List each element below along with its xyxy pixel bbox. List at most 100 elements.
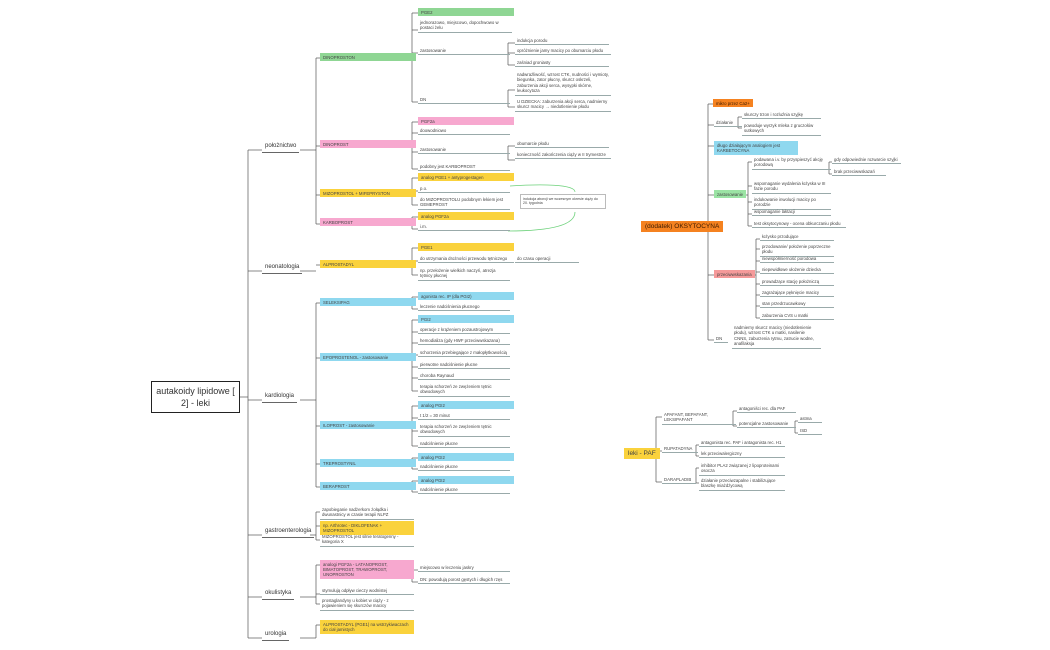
oku-item-0: miejscowo w leczeniu jaskry: [418, 565, 510, 573]
seleksipag-node[interactable]: SELEKSIPAG: [320, 298, 416, 307]
epo-item-5: choroba Raynaud: [418, 373, 510, 381]
oks-prz-5: zagrażające pęknięcie macicy: [760, 290, 834, 298]
branch-urologia[interactable]: urologia: [262, 631, 290, 641]
oks-dn-text: nadmierny skurcz macicy (niedotlenienie …: [732, 325, 821, 349]
ilo-item-2: terapia schorzeń ze zwężeniem tętnic obw…: [418, 424, 510, 437]
branch-kardiologia[interactable]: kardiologia: [262, 393, 298, 403]
okulistyka-drugs[interactable]: analogi PGF2a - LATANOPROST, BIMATOPROST…: [320, 560, 414, 580]
oks-zas-2: indukowanie inwolucji macicy po porodzie: [752, 197, 831, 210]
neo-use2: np. przełożenie wielkich naczyń, atrezja…: [418, 268, 510, 281]
ilo-item-0: analog PGI2: [418, 401, 514, 410]
bera-item-1: nadciśnienie płucne: [418, 487, 510, 495]
dinoprost-route: doowodniowo: [418, 128, 510, 136]
oks-prz-4: prowadzące stację położniczą: [760, 279, 834, 287]
use-zasniad: zaśniad groniasty: [515, 60, 609, 68]
ap-item-1: potencjalne zastosowanie: [737, 421, 796, 429]
oks-dz-0: skurczy trzon i rozluźnia szyjkę: [742, 112, 821, 120]
branch-neonatologia[interactable]: neonatologia: [262, 264, 303, 274]
link-note: indukcja aborcji we wczesnym okresie cią…: [520, 194, 606, 209]
ilo-item-3: nadciśnienie płucne: [418, 441, 510, 449]
pgf2a-tag: PGF2a: [418, 117, 514, 126]
dn-item-1: nadwrażliwość, wzrost CTK, nudności i wy…: [515, 72, 611, 96]
rup-item-1: lek przeciwalergiczny: [699, 451, 785, 459]
dinoprost-node[interactable]: DINOPROST: [320, 140, 416, 149]
dinoproston-dn: DN: [418, 97, 510, 105]
use-oproznienie: opróżnienie jamy macicy po obumarciu pło…: [515, 48, 611, 56]
epo-item-0: PGI2: [418, 315, 514, 324]
oks-analog: długo działającym analogiem jest KARBETO…: [714, 141, 798, 155]
oks-dn: DN: [714, 336, 728, 344]
neo-use1-extra: do czasu operacji: [515, 256, 579, 264]
karboprost-im: i.m.: [418, 224, 510, 232]
alprostadil-node[interactable]: ALPROSTADYL: [320, 260, 416, 269]
epo-item-3: schorzenia przebiegające z małopłytkowoś…: [418, 350, 510, 358]
gastro-item-1: np. Arthrotec - DIKLOFENAK + MIZOPROSTOL: [320, 521, 414, 535]
bera-item-0: analog PGI2: [418, 476, 514, 485]
ap-sub-1: ISD: [798, 428, 822, 436]
gastro-item-0: zapobieganie nadżerkom żołądka i dwunast…: [320, 507, 414, 520]
dinoprost-note: podobny jest KARBOPROST: [418, 164, 510, 172]
dinoprost-zastosowanie: zastosowanie: [418, 147, 510, 155]
oksytocyna-node[interactable]: (dodatek) OKSYTOCYNA: [641, 221, 724, 232]
branch-gastroenterologia[interactable]: gastroenterologia: [262, 528, 315, 538]
epoprostenol-node[interactable]: EPOPROSTENOL - zastosowanie: [320, 353, 416, 362]
mizoprostol-note: do MIZOPROSTOLU podobnym lekiem jest GEM…: [418, 197, 510, 210]
oks-zastosowanie: zastosowanie: [714, 190, 747, 199]
pge1-tag: PGE1: [418, 243, 514, 252]
mizoprostol-po: p.o.: [418, 186, 510, 194]
karboprost-node[interactable]: KARBOPROST: [320, 218, 416, 227]
iloprost-node[interactable]: ILOPROST - zastosowanie: [320, 421, 416, 430]
seleksipag-item-1: agonista rec. IP (dla PGI2): [418, 292, 514, 301]
dar-item-1: działanie przeciwzapalne i stabilizujące…: [699, 478, 785, 491]
oku-more-0: stymulują odpływ cieczy wodnistej: [320, 588, 414, 596]
oks-zas-4: test oksytocynowy - ocena obkurczaniu pł…: [752, 221, 846, 229]
karboprost-analog: analog PGF2a: [418, 212, 514, 221]
rup-item-0: antagonista rec. PAF i antagonista rec. …: [699, 440, 785, 448]
seleksipag-item-2: leczenie nadciśnienia płucnego: [418, 304, 510, 312]
oks-zas-sub-1: brak przeciwwskazań: [832, 169, 886, 177]
paf-node[interactable]: leki - PAF: [624, 448, 660, 459]
ilo-item-1: t 1/2 = 30 minut: [418, 413, 510, 421]
mizoprostol-analog: analog PGE1 + antyprogestagen: [418, 173, 514, 182]
oku-item-1: DN: powodują porost gęstych i długich rz…: [418, 577, 510, 585]
oks-prz-0: łożysko przodujące: [760, 234, 834, 242]
rupatadyna-node: RUPATADYNA: [662, 446, 698, 454]
urologia-item[interactable]: ALPROSTADYL (PGE1) na wstrzykiwaczach do…: [320, 620, 414, 634]
beraprost-node[interactable]: BERAPROST: [320, 482, 416, 491]
use-obumarcie: obumarcie płodu: [515, 141, 609, 149]
ap-sub-0: astma: [798, 416, 822, 424]
dinoproston-zastosowanie: zastosowanie: [418, 48, 510, 56]
oks-dz-1: powoduje wyrzyk mleka z gruczołów sutkow…: [742, 123, 821, 136]
oku-more-1: prostaglandyny u kobiet w ciąży - z poja…: [320, 598, 414, 611]
oks-przeciw: przeciwwskazania: [714, 270, 755, 279]
oks-prz-3: niepewidłowe ułożenie dziecka: [760, 267, 834, 275]
use-zakonczenie: konieczność zakończenia ciąży w II tryme…: [515, 152, 611, 160]
root-node[interactable]: autakoidy lipidowe [ 2] - leki: [151, 381, 240, 413]
oks-tag: mikro przez Ca2+: [713, 99, 753, 108]
mizoprostol-node[interactable]: MIZOPROSTOL + MIFEPRYSTON: [320, 189, 416, 198]
trep-item-0: analog PGI2: [418, 453, 514, 462]
trep-item-1: nadciśnienie płucne: [418, 464, 510, 472]
oks-prz-7: zaburzenia CVS u matki: [760, 313, 834, 321]
oks-prz-6: stan przedrzucawkowy: [760, 301, 834, 309]
dinoproston-node[interactable]: DINOPROSTON: [320, 53, 416, 62]
dar-item-0: inhibitor PLA2 związanej z lipoproteinam…: [699, 463, 785, 476]
epo-item-6: terapia schorzeń ze zwężeniem tętnic obw…: [418, 384, 510, 397]
gastro-item-2: MIZOPROSTOL jest silnie teratogenny - ka…: [320, 534, 414, 547]
oks-zas-0: podawana i.v. by przyspieszyć akcję poro…: [752, 157, 831, 170]
oks-prz-1: przodowanie/ położenie poprzeczne płodu: [760, 244, 834, 257]
epo-item-1: operacje z krążeniem pozaustrojowym: [418, 327, 510, 335]
use-indukcja: indukcja porodu: [515, 38, 609, 46]
epo-item-4: pierwotne nadciśnienie płucne: [418, 362, 510, 370]
branch-okulistyka[interactable]: okulistyka: [262, 590, 295, 600]
branch-polozniczo[interactable]: położnictwo: [262, 143, 300, 153]
oks-dzialanie: działanie: [714, 120, 742, 128]
oks-prz-2: niewspółmierność porodowa: [760, 256, 834, 264]
oks-zas-3: wspomaganie laktacji: [752, 209, 831, 217]
oks-zas-1: wspomaganie wydalenia łożyska w III fazi…: [752, 181, 831, 194]
treprostynil-node[interactable]: TREPROSTYNIL: [320, 459, 416, 468]
epo-item-2: hemodializa (gdy HWF przeciwwskazana): [418, 338, 510, 346]
link-curve: [507, 184, 576, 232]
ap-item-0: antagoniści rec. dla PAF: [737, 406, 796, 414]
